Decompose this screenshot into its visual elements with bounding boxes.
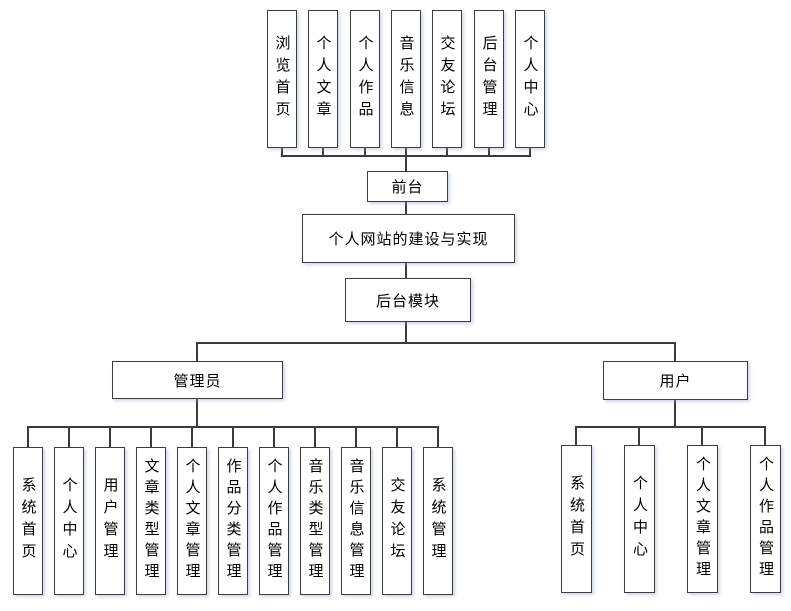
node-works-category-manage: 作品分类管理 xyxy=(218,447,248,595)
connector-line xyxy=(405,321,407,343)
connector-line xyxy=(109,426,111,447)
connector-line xyxy=(150,426,152,447)
node-personal-center: 个人中心 xyxy=(515,10,545,148)
connector-line xyxy=(196,342,198,362)
node-frontend: 前台 xyxy=(367,171,448,202)
connector-line xyxy=(405,262,407,279)
connector-line xyxy=(437,426,439,447)
connector-line xyxy=(322,148,324,157)
connector-line xyxy=(405,155,407,172)
node-personal-works: 个人作品 xyxy=(350,10,380,148)
connector-line xyxy=(196,342,676,344)
connector-line xyxy=(68,426,70,447)
node-personal-works-manage: 个人作品管理 xyxy=(259,447,289,595)
connector-line xyxy=(27,426,29,447)
connector-line xyxy=(446,148,448,157)
node-article-type-manage: 文章类型管理 xyxy=(136,447,166,595)
connector-line xyxy=(191,426,193,447)
connector-line xyxy=(232,426,234,447)
connector-line xyxy=(281,148,283,157)
node-personal-works-manage-user: 个人作品管理 xyxy=(750,445,781,593)
connector-line xyxy=(405,202,407,215)
node-personal-center-user: 个人中心 xyxy=(624,445,655,593)
connector-line xyxy=(638,426,640,445)
node-system-home: 系统首页 xyxy=(13,447,43,595)
connector-line xyxy=(488,148,490,157)
node-user-manage: 用户管理 xyxy=(95,447,125,595)
node-system-home-user: 系统首页 xyxy=(561,445,592,593)
connector-line xyxy=(674,399,676,427)
connector-line xyxy=(364,148,366,157)
connector-line xyxy=(701,426,703,445)
node-friend-forum-admin: 交友论坛 xyxy=(382,447,412,595)
connector-line xyxy=(196,398,198,427)
connector-line xyxy=(575,426,577,445)
node-music-info-manage: 音乐信息管理 xyxy=(341,447,371,595)
connector-line xyxy=(529,148,531,157)
node-personal-article: 个人文章 xyxy=(308,10,338,148)
connector-line xyxy=(273,426,275,447)
node-personal-article-manage: 个人文章管理 xyxy=(177,447,207,595)
connector-line xyxy=(674,342,676,362)
connector-line xyxy=(314,426,316,447)
node-personal-article-manage-user: 个人文章管理 xyxy=(687,445,718,593)
node-user: 用户 xyxy=(603,361,748,400)
node-music-type-manage: 音乐类型管理 xyxy=(300,447,330,595)
node-system-manage: 系统管理 xyxy=(423,447,453,595)
connector-line xyxy=(355,426,357,447)
connector-line xyxy=(764,426,766,445)
node-personal-center-admin: 个人中心 xyxy=(54,447,84,595)
node-backend-module: 后台模块 xyxy=(345,278,471,322)
connector-line xyxy=(405,148,407,157)
connector-line xyxy=(396,426,398,447)
node-backstage-manage: 后台管理 xyxy=(474,10,504,148)
node-browse-home: 浏览首页 xyxy=(267,10,297,148)
node-admin: 管理员 xyxy=(112,361,283,399)
node-music-info: 音乐信息 xyxy=(391,10,421,148)
connector-line xyxy=(575,426,766,428)
node-friend-forum: 交友论坛 xyxy=(432,10,462,148)
node-root-title: 个人网站的建设与实现 xyxy=(302,214,515,263)
